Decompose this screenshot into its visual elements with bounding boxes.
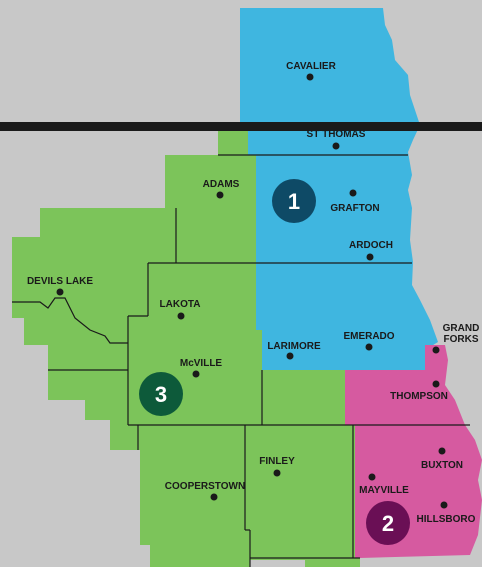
city-label-forks: FORKS bbox=[444, 334, 479, 345]
city-dot-thompson bbox=[432, 380, 440, 388]
city-label-adams: ADAMS bbox=[203, 179, 240, 190]
city-dot-grand-forks bbox=[432, 346, 440, 354]
city-dot-mcville bbox=[192, 370, 200, 378]
city-dot-hillsboro bbox=[440, 501, 448, 509]
top-border-bar bbox=[0, 122, 482, 131]
city-dot-lakota bbox=[177, 312, 185, 320]
region-badge-2-label: 2 bbox=[382, 511, 394, 536]
city-dot-grafton bbox=[349, 189, 357, 197]
city-dot-emerado bbox=[365, 343, 373, 351]
city-label-buxton: BUXTON bbox=[421, 460, 463, 471]
region-badge-3-label: 3 bbox=[155, 382, 167, 407]
city-label-grand: GRAND bbox=[443, 323, 480, 334]
city-dot-devils-lake bbox=[56, 288, 64, 296]
city-label-devils-lake: DEVILS LAKE bbox=[27, 276, 93, 287]
region-badge-3: 3 bbox=[139, 372, 183, 416]
city-label-mayville: MAYVILLE bbox=[359, 485, 409, 496]
city-label-grafton: GRAFTON bbox=[330, 203, 379, 214]
city-label-cooperstown: COOPERSTOWN bbox=[165, 481, 245, 492]
region-badge-1: 1 bbox=[272, 179, 316, 223]
city-dot-buxton bbox=[438, 447, 446, 455]
region-badge-1-label: 1 bbox=[288, 189, 300, 214]
city-dot-ardoch bbox=[366, 253, 374, 261]
city-dots bbox=[56, 73, 448, 509]
city-label-thompson: THOMPSON bbox=[390, 391, 448, 402]
region-badge-2: 2 bbox=[366, 501, 410, 545]
city-label-emerado: EMERADO bbox=[343, 331, 394, 342]
boundary-lines bbox=[12, 154, 470, 567]
city-label-hillsboro: HILLSBORO bbox=[417, 514, 476, 525]
city-dot-cooperstown bbox=[210, 493, 218, 501]
city-label-st-thomas: ST THOMAS bbox=[307, 129, 366, 140]
city-label-finley: FINLEY bbox=[259, 456, 295, 467]
city-label-cavalier: CAVALIER bbox=[286, 61, 336, 72]
city-dot-st-thomas bbox=[332, 142, 340, 150]
city-labels: CAVALIER ST THOMAS ADAMS GRAFTON ARDOCH … bbox=[27, 61, 479, 525]
city-dot-cavalier bbox=[306, 73, 314, 81]
city-dot-adams bbox=[216, 191, 224, 199]
city-dot-finley bbox=[273, 469, 281, 477]
city-label-mcville: McVILLE bbox=[180, 358, 223, 369]
region-3-area bbox=[12, 130, 360, 567]
city-dot-mayville bbox=[368, 473, 376, 481]
city-label-lakota: LAKOTA bbox=[160, 299, 201, 310]
city-label-larimore: LARIMORE bbox=[267, 341, 321, 352]
region-1-area bbox=[240, 8, 438, 370]
city-label-ardoch: ARDOCH bbox=[349, 240, 393, 251]
city-dot-larimore bbox=[286, 352, 294, 360]
